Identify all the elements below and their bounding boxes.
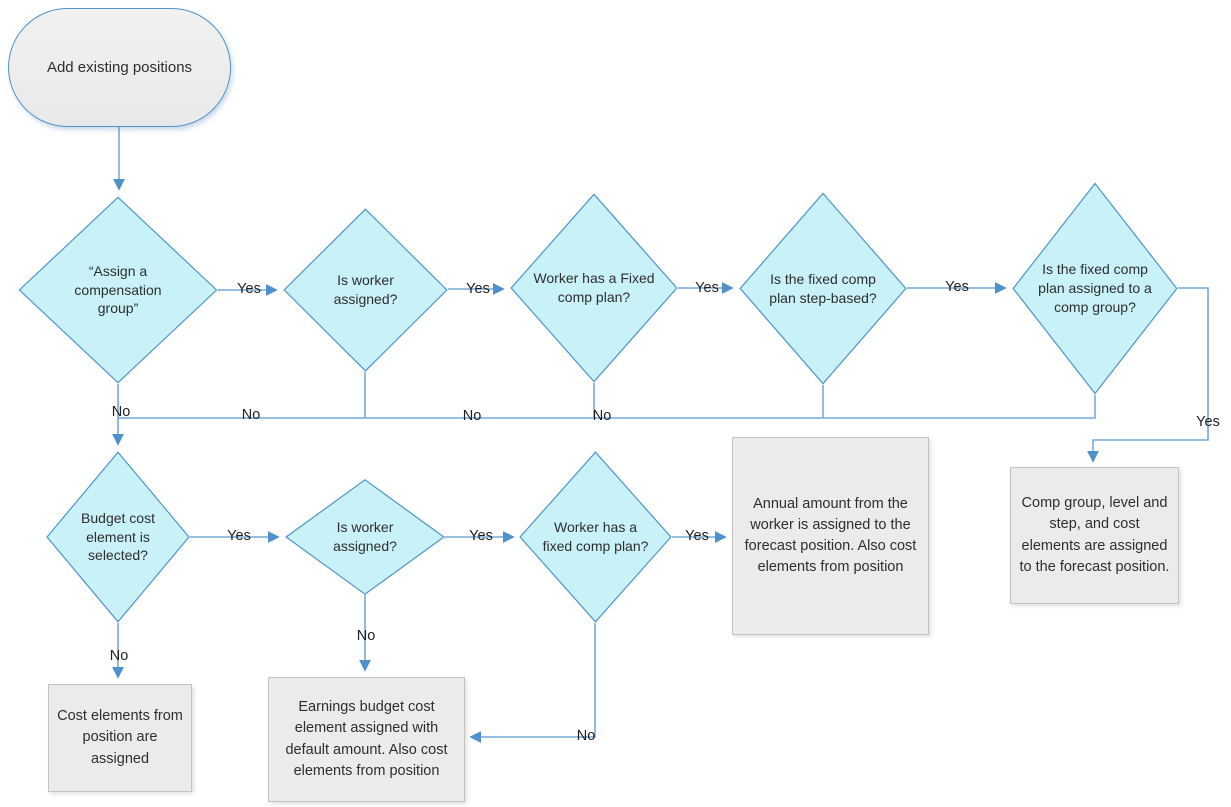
diamond-shape [285,479,445,595]
edge-label-yes-2: Yes [466,281,490,297]
start-node: Add existing positions [8,8,231,127]
decision-label: Is worker assigned? [333,519,397,554]
decision-label: Worker has a fixed comp plan? [542,519,649,554]
decision-label: Is worker assigned? [333,272,398,307]
edge-label-yes-8: Yes [685,528,709,544]
box-earnings-budget: Earnings budget cost element assigned wi… [268,677,465,802]
box-label: Comp group, level and step, and cost ele… [1019,495,1170,575]
decision-label: Is the fixed comp plan assigned to a com… [1038,261,1152,315]
diamond-shape [510,193,678,383]
box-label: Earnings budget cost element assigned wi… [285,699,448,779]
box-label: Annual amount from the worker is assigne… [744,495,917,576]
edge-label-no-6: No [356,628,376,644]
edge-label-yes-7: Yes [469,528,493,544]
edge-label-no-3: No [462,408,482,424]
decision-worker-assigned-2: Is worker assigned? [285,479,445,595]
diamond-shape [46,451,190,623]
edge-fixedplan2-no [469,623,596,743]
decision-label: Is the fixed comp plan step-based? [769,270,877,306]
diamond-shape [519,451,672,623]
decision-assign-comp-group: “Assign a compensation group” [18,196,218,384]
edge-label-no-4: No [592,408,612,424]
decision-worker-assigned-1: Is worker assigned? [283,208,448,372]
edge-label-no-2: No [241,407,261,423]
box-cost-elements-assigned: Cost elements from position are assigned [48,684,192,792]
edge-label-yes-5: Yes [1196,414,1220,430]
box-comp-group-assigned: Comp group, level and step, and cost ele… [1010,467,1179,604]
diamond-shape [739,192,907,385]
edge-label-no-5: No [109,648,129,664]
decision-label: Worker has a Fixed comp plan? [533,270,655,305]
edge-label-yes-6: Yes [227,528,251,544]
box-label: Cost elements from position are assigned [57,708,183,767]
decision-worker-fixed-comp-plan-1: Worker has a Fixed comp plan? [510,193,678,383]
decision-plan-assigned-comp-group: Is the fixed comp plan assigned to a com… [1012,182,1178,395]
decision-label: “Assign a compensation group” [74,262,162,317]
diamond-shape [1012,182,1178,395]
edge-label-yes-4: Yes [945,279,969,295]
decision-budget-cost-element: Budget cost element is selected? [46,451,190,623]
edge-label-no-1: No [111,404,131,420]
edge-label-no-7: No [576,728,596,744]
decision-step-based: Is the fixed comp plan step-based? [739,192,907,385]
diamond-shape [18,196,218,384]
edge-label-yes-1: Yes [237,281,261,297]
start-node-label: Add existing positions [46,59,193,76]
box-annual-amount: Annual amount from the worker is assigne… [732,437,929,635]
decision-label: Budget cost element is selected? [81,509,155,564]
decision-worker-fixed-comp-plan-2: Worker has a fixed comp plan? [519,451,672,623]
diamond-shape [283,208,448,372]
edge-label-yes-3: Yes [695,280,719,296]
